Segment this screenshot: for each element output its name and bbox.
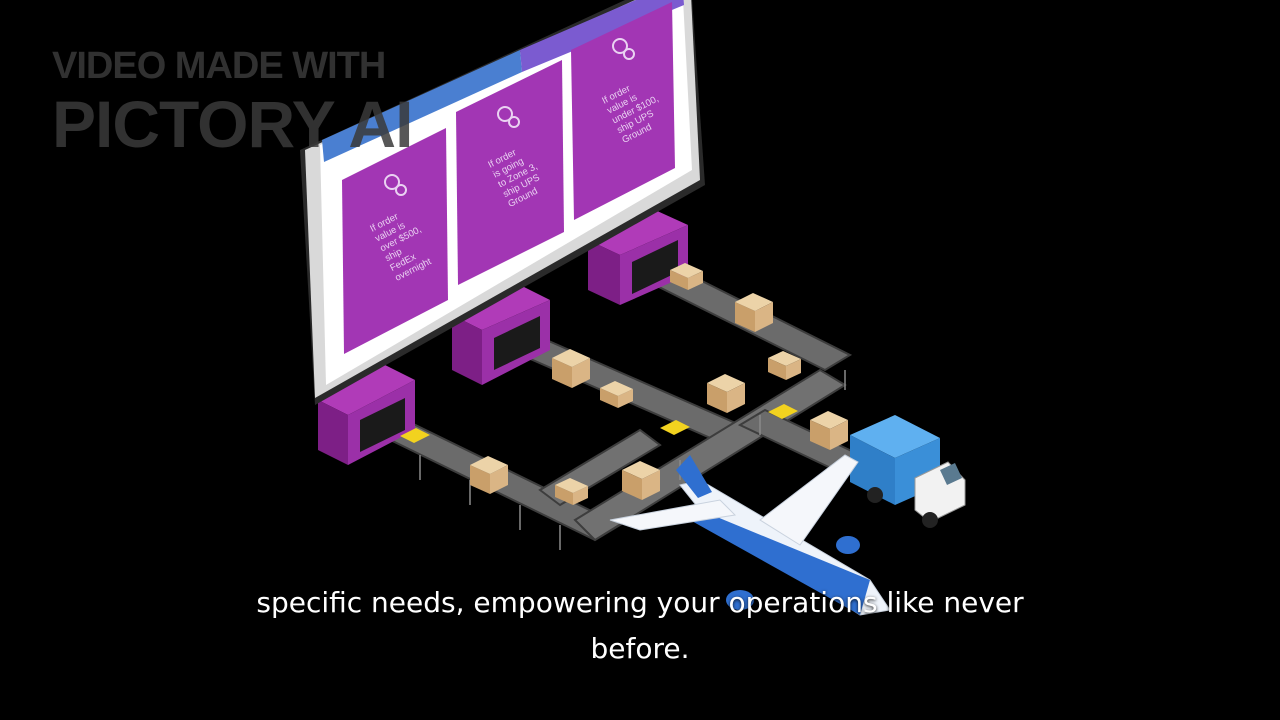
package-box	[555, 478, 588, 505]
caption-line-2: before.	[590, 632, 690, 665]
package-box	[768, 351, 801, 380]
sorting-gate-3	[588, 210, 688, 305]
sorting-gate-2	[452, 285, 550, 385]
airplane	[609, 454, 891, 616]
envelope-yellow	[768, 404, 798, 419]
caption-line-1: specific needs, empowering your operatio…	[256, 586, 1024, 619]
rule-card-3: If order value is under $100, ship UPS G…	[571, 2, 675, 220]
package-box	[600, 381, 633, 408]
package-box	[622, 461, 660, 500]
package-box	[552, 349, 590, 388]
sorting-gate-1	[318, 365, 415, 465]
package-box	[670, 263, 703, 290]
rule-card-1: If order value is over $500, ship FedEx …	[342, 128, 448, 354]
subtitle-caption: specific needs, empowering your operatio…	[0, 580, 1280, 672]
package-box	[707, 374, 745, 413]
package-box	[735, 293, 773, 332]
delivery-truck	[850, 415, 966, 528]
package-box	[470, 456, 508, 494]
rule-card-2: If order is going to Zone 3, ship UPS Gr…	[456, 60, 564, 285]
envelope-yellow	[400, 428, 430, 443]
package-box	[810, 411, 848, 450]
packages	[400, 263, 848, 505]
envelope-yellow	[660, 420, 690, 435]
